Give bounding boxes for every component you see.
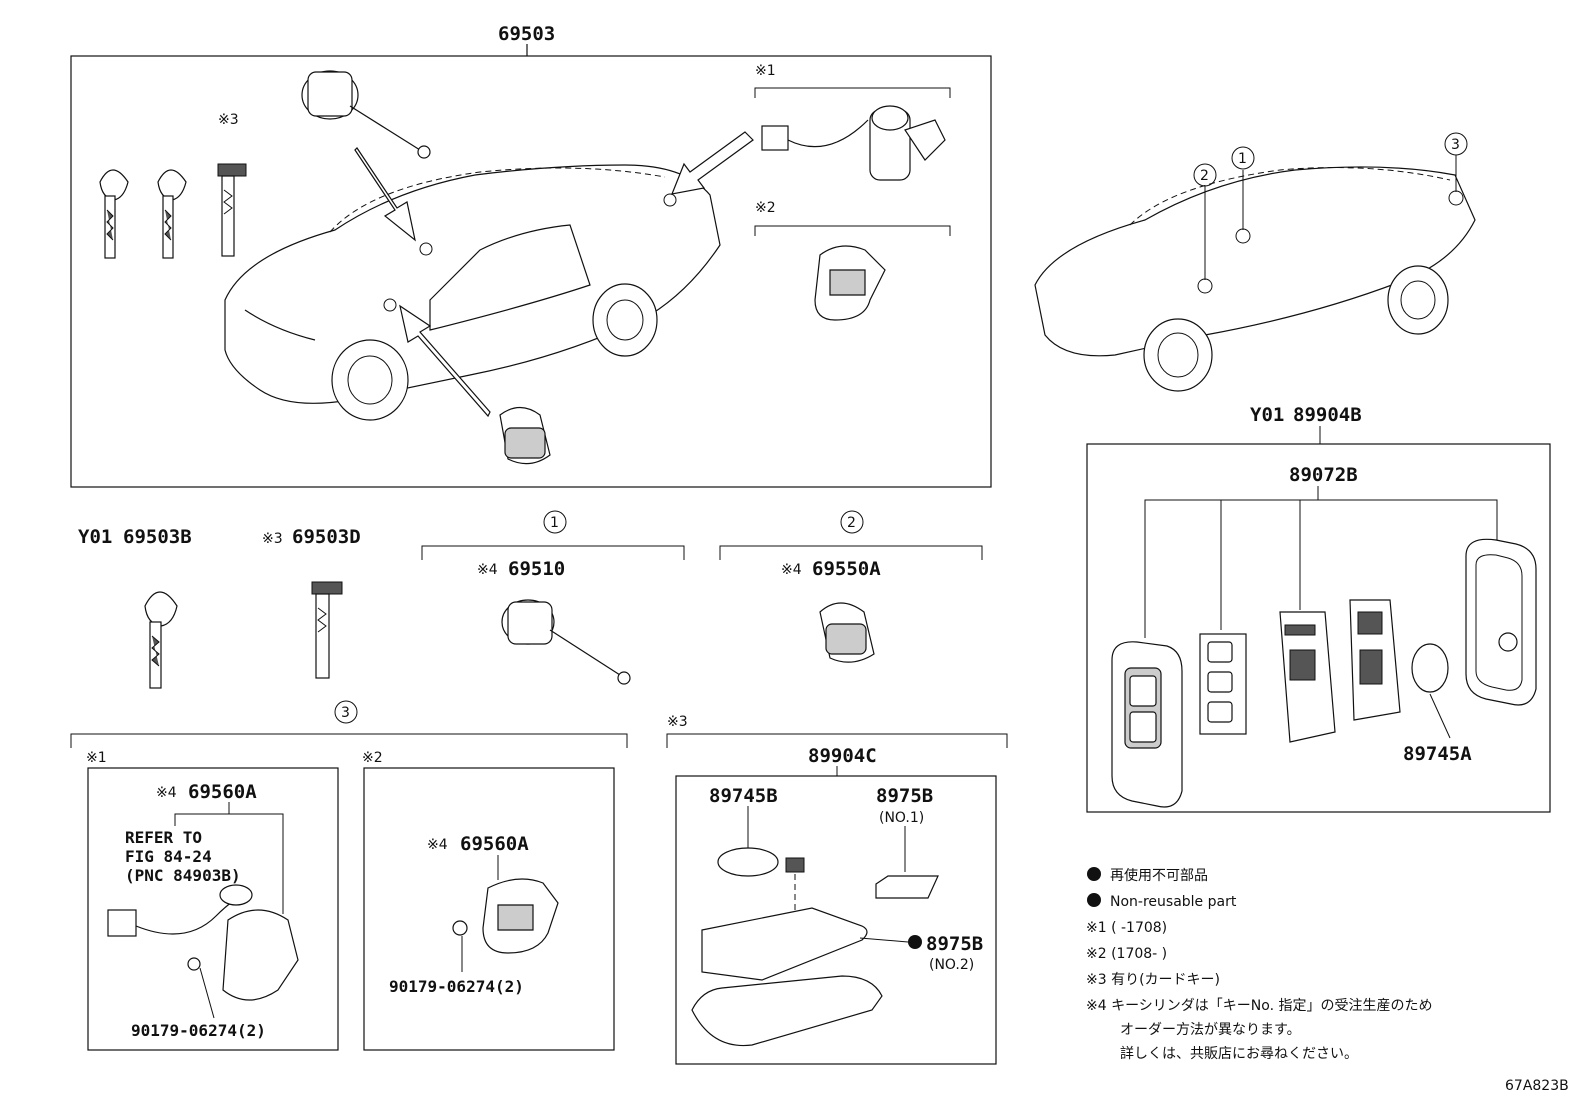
figure-id: 67A823B (1505, 1078, 1569, 1094)
svg-text:Non-reusable part: Non-reusable part (1110, 894, 1237, 910)
svg-text:3: 3 (1451, 137, 1460, 153)
battery-icon (717, 847, 779, 877)
label-89072b: 89072B (1289, 464, 1358, 486)
car-outline (224, 164, 721, 421)
card-case-icon (691, 975, 883, 1047)
index-circle: 1 (543, 510, 567, 534)
label-y01: Y01 (1250, 404, 1284, 426)
mark-1: ※1 (755, 63, 776, 79)
box-mark2 (363, 767, 615, 1051)
box-mark1 (87, 767, 339, 1051)
svg-text:※3 有り(カードキー): ※3 有り(カードキー) (1086, 972, 1220, 988)
glove-cylinder-icon (819, 602, 875, 663)
nonreusable-dot (1087, 893, 1101, 907)
chip-icon (785, 857, 805, 873)
circuit-board-icon (1279, 611, 1336, 743)
svg-text:再使用不可部品: 再使用不可部品 (1110, 867, 1208, 884)
label-69560a: 69560A (188, 781, 257, 803)
glove-cylinder-icon (499, 406, 551, 465)
svg-text:1: 1 (1238, 151, 1247, 167)
label-89745a: 89745A (1403, 743, 1472, 765)
key-icon (157, 169, 187, 259)
svg-text:1: 1 (550, 515, 559, 531)
card-key-icon (311, 581, 343, 679)
bolt-label: 90179-06274(2) (389, 977, 524, 996)
no2-label: (NO.2) (929, 957, 974, 973)
label-69503: 69503 (498, 23, 555, 45)
notes-legend: 再使用不可部品 Non-reusable part ※1 ( -1708) ※2… (1086, 867, 1433, 1062)
mark-3: ※3 (262, 531, 283, 547)
svg-text:※2 (1708- ): ※2 (1708- ) (1086, 946, 1167, 962)
inner-frame-icon (1349, 599, 1401, 721)
label-69503d: 69503D (292, 526, 361, 548)
car-outline-right (1034, 155, 1476, 392)
label-69550a: 69550A (812, 558, 881, 580)
smart-key-icon (1111, 641, 1183, 808)
mark-2: ※2 (362, 750, 383, 766)
key-icon (99, 169, 129, 259)
mark-4: ※4 (156, 785, 177, 801)
svg-text:2: 2 (847, 515, 856, 531)
mark-3: ※3 (218, 112, 239, 128)
nonreusable-dot (1087, 867, 1101, 881)
card-key-icon (217, 163, 247, 257)
label-y01: Y01 (78, 526, 112, 548)
mark-4: ※4 (427, 837, 448, 853)
mark-1: ※1 (86, 750, 107, 766)
index-circle: 1 (1231, 146, 1255, 170)
bolt-label: 90179-06274(2) (131, 1021, 266, 1040)
index-circle: 2 (840, 510, 864, 534)
chip-icon (875, 875, 939, 899)
label-69560a: 69560A (460, 833, 529, 855)
label-8975b: 8975B (926, 933, 983, 955)
refer-text: REFER TO (125, 828, 202, 847)
box-89904b (1086, 443, 1551, 813)
nonreusable-dot (908, 935, 922, 949)
door-cylinder-icon (501, 599, 631, 685)
index-circle: 3 (334, 700, 358, 724)
mark-2: ※2 (755, 200, 776, 216)
button-pad-icon (1199, 633, 1247, 735)
label-89745b: 89745B (709, 785, 778, 807)
refer-text: (PNC 84903B) (125, 866, 241, 885)
pointer-arrow (354, 131, 754, 418)
box-69503 (70, 55, 992, 488)
ignition-switch-icon (107, 884, 299, 1019)
mark-4: ※4 (781, 562, 802, 578)
key-icon (144, 591, 178, 689)
index-circle: 3 (1444, 132, 1468, 156)
label-89904c: 89904C (808, 745, 877, 767)
label-69503b: 69503B (123, 526, 192, 548)
svg-text:※1 ( -1708): ※1 ( -1708) (1086, 920, 1167, 936)
label-8975b: 8975B (876, 785, 933, 807)
card-plate-icon (701, 907, 868, 981)
svg-text:3: 3 (341, 705, 350, 721)
key-cover-icon (1465, 538, 1537, 706)
mark-4: ※4 (477, 562, 498, 578)
svg-text:2: 2 (1200, 168, 1209, 184)
svg-text:詳しくは、共販店にお尋ねください。: 詳しくは、共販店にお尋ねください。 (1120, 1046, 1358, 1062)
door-cylinder-icon (301, 70, 431, 159)
no1-label: (NO.1) (879, 810, 924, 826)
box-89904c (675, 775, 997, 1065)
refer-text: FIG 84-24 (125, 847, 212, 866)
index-circle: 2 (1193, 163, 1217, 187)
svg-text:オーダー方法が異なります。: オーダー方法が異なります。 (1120, 1022, 1301, 1038)
ignition-switch-icon (452, 878, 559, 972)
label-89904b: 89904B (1293, 404, 1362, 426)
ignition-switch-icon (814, 245, 886, 321)
label-69510: 69510 (508, 558, 565, 580)
battery-icon (1411, 643, 1449, 693)
svg-text:※4 キーシリンダは「キーNo. 指定」の受注生産のため: ※4 キーシリンダは「キーNo. 指定」の受注生産のため (1086, 998, 1433, 1014)
mark-3: ※3 (667, 714, 688, 730)
ignition-switch-icon (761, 105, 946, 181)
